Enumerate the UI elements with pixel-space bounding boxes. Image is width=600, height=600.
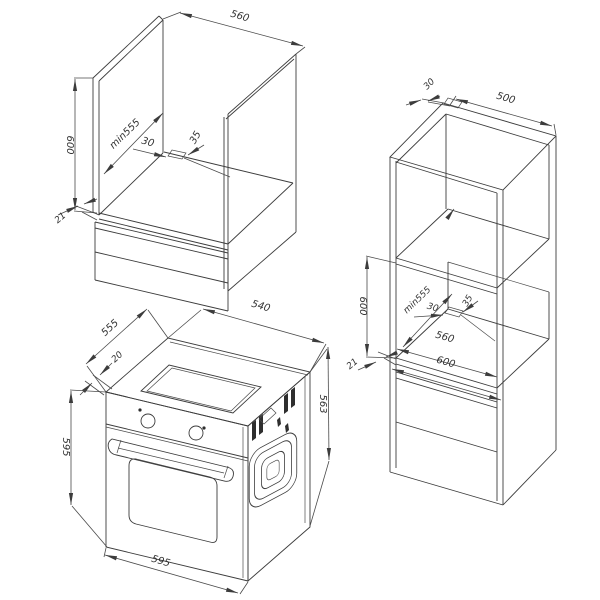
dim-tall-niche-height: 600: [357, 296, 368, 315]
dim-base-rear-gap-a: 30: [140, 136, 155, 150]
indicator-light: [138, 408, 142, 412]
dim-base-depth-min: min555: [108, 117, 143, 151]
dim-base-top-width: 560: [229, 9, 250, 25]
oven-knob: [188, 425, 204, 441]
dim-oven-front-width: 595: [150, 554, 171, 570]
dim-tall-niche-width: 560: [434, 330, 455, 346]
dim-base-side-height: 600: [64, 135, 75, 154]
dim-tall-top-depth: 500: [495, 91, 516, 107]
dim-tall-rear-gap-b: 35: [461, 293, 476, 308]
oven-knob: [140, 413, 156, 429]
dim-base-panel-thickness: 21: [53, 211, 68, 226]
dim-oven-body-height: 563: [317, 394, 328, 413]
dim-oven-top-width: 540: [250, 299, 271, 315]
oven-view: 540 555 20 563 595 595: [60, 299, 331, 595]
dim-tall-rear-gap-a: 30: [426, 302, 440, 315]
oven-door-window: [128, 458, 218, 543]
oven-side-emboss: [248, 432, 298, 508]
dim-oven-front-height: 595: [60, 437, 71, 456]
tall-cabinet-view: 600 min555 30 35 560 600 21 30 500: [345, 77, 557, 506]
oven-handle: [107, 438, 234, 482]
dim-base-rear-gap-b: 35: [188, 129, 204, 146]
dim-tall-outer-width: 600: [435, 355, 456, 371]
base-cabinet-view: 560 600 min555 30 35 21: [53, 9, 306, 312]
indicator-light: [202, 426, 206, 430]
dim-tall-top-rear-gap: 30: [422, 77, 437, 92]
dim-oven-front-lip: 20: [110, 350, 125, 365]
